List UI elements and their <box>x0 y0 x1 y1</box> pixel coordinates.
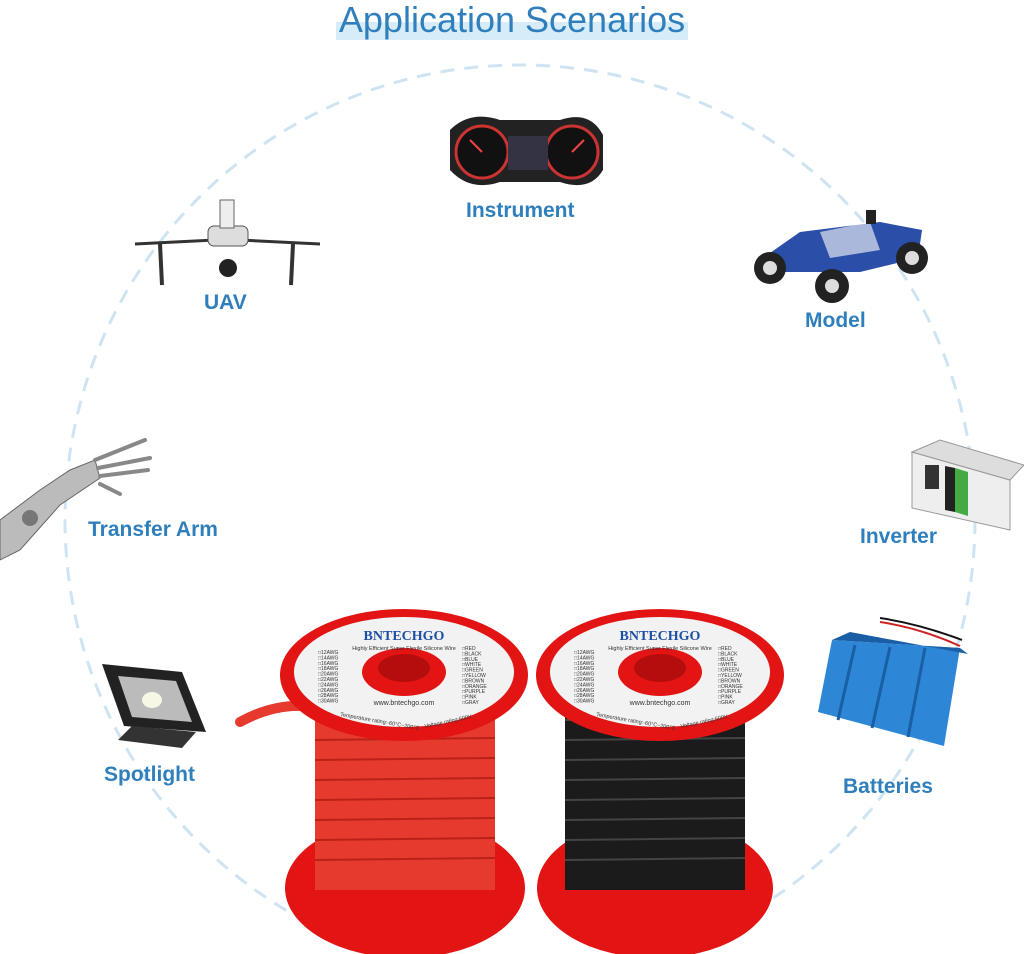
red-spool-color-option: □GRAY <box>462 700 479 706</box>
red-spool-color-option: □YELLOW <box>462 673 486 679</box>
red-spool-color-option: □BROWN <box>462 678 485 684</box>
black-spool-color-option: □YELLOW <box>718 673 742 679</box>
spool-option-lists: □12AWG□14AWG□16AWG□18AWG□20AWG□22AWG□24A… <box>318 646 743 706</box>
red-spool-color-option: □GREEN <box>462 668 483 674</box>
red-spool-color-option: □ORANGE <box>462 684 487 690</box>
black-spool-tagline: Highly Efficient Super Flexile Silicone … <box>608 646 712 652</box>
red-spool-gauge-option: □22AWG <box>318 677 338 683</box>
red-spool-color-option: □BLUE <box>462 657 479 663</box>
label-transfer-arm: Transfer Arm <box>88 518 218 541</box>
black-spool-gauge-option: □18AWG <box>574 666 594 672</box>
black-wire-spool <box>536 609 784 954</box>
black-spool-color-option: □PINK <box>718 695 733 701</box>
black-spool-brand: BNTECHGO <box>620 629 701 644</box>
rc-car-icon <box>754 210 928 303</box>
floodlight-icon <box>102 664 206 748</box>
page-title: Application Scenarios <box>338 0 686 40</box>
black-spool-gauge-option: □20AWG <box>574 672 594 678</box>
red-spool-gauge-option: □20AWG <box>318 672 338 678</box>
drone-icon <box>134 199 321 286</box>
label-instrument: Instrument <box>466 199 575 222</box>
black-spool-color-option: □GRAY <box>718 700 735 706</box>
black-spool-gauge-option: □16AWG <box>574 661 594 667</box>
label-model: Model <box>805 309 866 332</box>
black-spool-color-option: □BROWN <box>718 678 741 684</box>
black-spool-gauge-option: □26AWG <box>574 688 594 694</box>
robotic-arm-icon <box>0 438 152 561</box>
battery-pack-icon <box>818 617 968 746</box>
red-spool-color-option: □PINK <box>462 695 477 701</box>
red-spool-gauge-option: □28AWG <box>318 693 338 699</box>
red-spool-color-option: □WHITE <box>462 662 482 668</box>
red-spool-gauge-option: □14AWG <box>318 655 338 661</box>
black-spool-color-option: □BLUE <box>718 657 735 663</box>
red-spool-color-option: □RED <box>462 646 476 652</box>
red-spool-tagline: Highly Efficient Super Flexile Silicone … <box>352 646 456 652</box>
red-spool-website: www.bntechgo.com <box>373 700 435 707</box>
inverter-icon <box>910 439 1024 531</box>
red-spool-brand: BNTECHGO <box>364 629 445 644</box>
black-spool-color-option: □BLACK <box>718 651 738 657</box>
red-spool-gauge-option: □24AWG <box>318 682 338 688</box>
label-uav: UAV <box>204 291 247 314</box>
label-spotlight: Spotlight <box>104 763 195 786</box>
dashboard-instrument-icon <box>450 116 603 186</box>
black-spool-color-option: □RED <box>718 646 732 652</box>
red-spool-gauge-option: □26AWG <box>318 688 338 694</box>
black-spool-color-option: □WHITE <box>718 662 738 668</box>
black-spool-gauge-option: □22AWG <box>574 677 594 683</box>
black-spool-gauge-option: □28AWG <box>574 693 594 699</box>
black-spool-color-option: □PURPLE <box>718 689 742 695</box>
black-spool-color-option: □GREEN <box>718 668 739 674</box>
red-spool-gauge-option: □18AWG <box>318 666 338 672</box>
black-spool-gauge-option: □14AWG <box>574 655 594 661</box>
label-batteries: Batteries <box>843 775 933 798</box>
black-spool-website: www.bntechgo.com <box>629 700 691 707</box>
title-highlight <box>336 22 688 40</box>
black-spool-gauge-option: □12AWG <box>574 650 594 656</box>
black-spool-color-option: □ORANGE <box>718 684 743 690</box>
label-inverter: Inverter <box>860 525 938 548</box>
red-spool-color-option: □PURPLE <box>462 689 486 695</box>
black-spool-gauge-option: □30AWG <box>574 699 594 705</box>
black-spool-gauge-option: □24AWG <box>574 682 594 688</box>
red-spool-gauge-option: □16AWG <box>318 661 338 667</box>
red-spool-color-option: □BLACK <box>462 651 482 657</box>
red-spool-gauge-option: □12AWG <box>318 650 338 656</box>
red-wire-spool <box>235 609 528 954</box>
red-spool-gauge-option: □30AWG <box>318 699 338 705</box>
